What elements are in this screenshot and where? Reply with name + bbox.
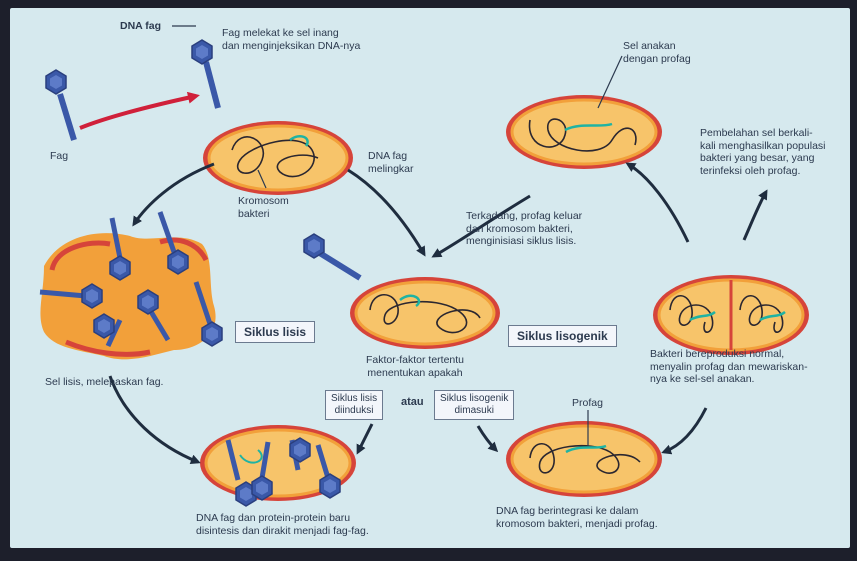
label-bakteri-bereproduksi: Bakteri bereproduksi normal, menyalin pr…: [650, 348, 850, 386]
siklus-lisis-diinduksi: Siklus lisis diinduksi: [325, 390, 383, 420]
cell-prophage: [506, 421, 662, 497]
label-dna-fag-berintegrasi: DNA fag berintegrasi ke dalam kromosom b…: [496, 505, 726, 530]
cell-daughter: [506, 95, 662, 169]
label-dna-fag-melingkar: DNA fag melingkar: [368, 150, 414, 175]
cell-infection: [203, 121, 353, 195]
cell-reproducing: [653, 275, 809, 355]
cell-center: [350, 277, 500, 349]
excised-phage: [304, 234, 360, 278]
injection-arrow: [80, 96, 196, 128]
cell-assembly: [200, 425, 356, 506]
siklus-lisogenik-box: Siklus lisogenik: [508, 325, 617, 347]
label-dna-fag-protein: DNA fag dan protein-protein baru disinte…: [196, 512, 436, 537]
label-kromosom-bakteri: Kromosom bakteri: [238, 195, 289, 220]
label-sel-anakan: Sel anakan dengan profag: [623, 40, 691, 65]
label-faktor: Faktor-faktor tertentu menentukan apakah: [345, 354, 485, 379]
label-profag: Profag: [572, 397, 603, 410]
label-dna-fag-top: DNA fag: [120, 20, 161, 33]
label-fag: Fag: [50, 150, 68, 163]
siklus-lisogenik-dimasuki: Siklus lisogenik dimasuki: [434, 390, 514, 420]
free-phage: [46, 70, 74, 140]
label-terkadang: Terkadang, profag keluar dari kromosom b…: [466, 210, 582, 248]
label-atau: atau: [401, 396, 424, 408]
label-sel-lisis: Sel lisis, melepaskan fag.: [45, 376, 163, 389]
siklus-lisis-box: Siklus lisis: [235, 321, 315, 343]
label-pembelahan: Pembelahan sel berkali- kali menghasilka…: [700, 127, 840, 177]
label-fag-melekat: Fag melekat ke sel inang dan menginjeksi…: [222, 27, 432, 52]
